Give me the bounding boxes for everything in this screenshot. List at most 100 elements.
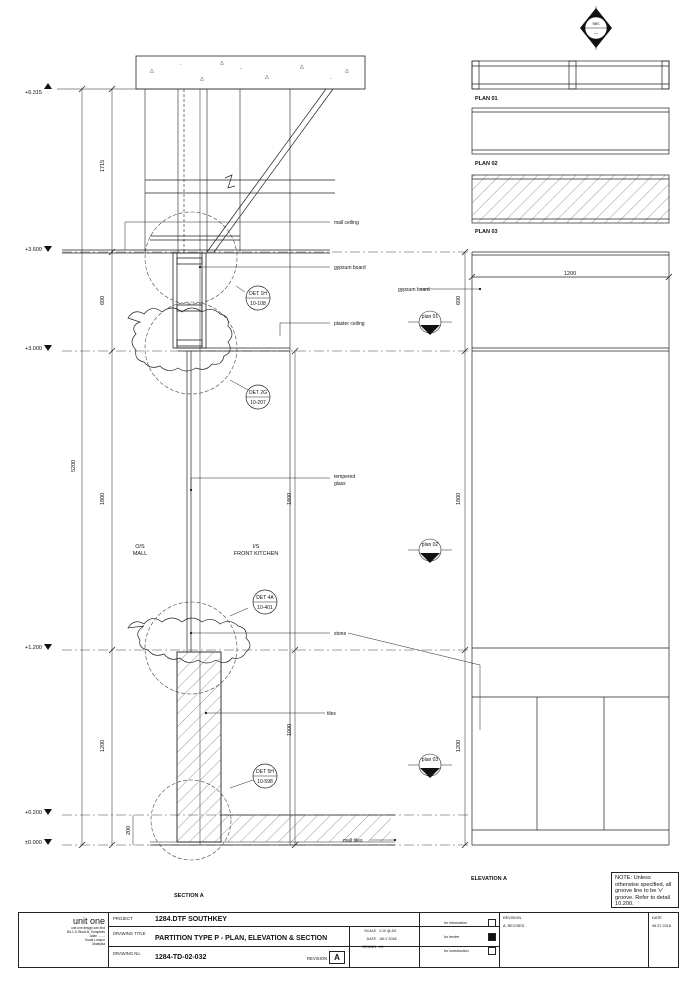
- drawn-label: DRAWN: [362, 945, 376, 949]
- svg-text:10-108: 10-108: [250, 301, 266, 307]
- section-marker: sec ---: [580, 6, 612, 50]
- plan-marker: plan 02: [408, 538, 452, 563]
- svg-text:O/S: O/S: [135, 544, 145, 550]
- drawing-no-row: DRAWING No. 1284-TD-02-032 REVISION A: [109, 947, 349, 967]
- svg-text:△: △: [200, 76, 204, 82]
- drawing-number: 1284-TD-02-032: [155, 954, 207, 961]
- plan-markers: plan 01 plan 02 plan 03: [408, 310, 452, 778]
- annotation: glass: [334, 481, 346, 487]
- status-info: for information: [444, 921, 467, 925]
- company-block: unit one unit one design sdn bhd B4-1-5,…: [19, 913, 109, 967]
- drawing-title: PARTITION TYPE P - PLAN, ELEVATION & SEC…: [155, 935, 328, 942]
- annotation: gypsum board: [334, 265, 366, 271]
- svg-text:FRONT KITCHEN: FRONT KITCHEN: [234, 551, 279, 557]
- diagonal-brace: [206, 88, 334, 253]
- scale-value: 1:10 @ A3: [379, 929, 396, 933]
- revision-box: A: [329, 951, 345, 964]
- svg-text:plan 03: plan 03: [422, 757, 439, 763]
- status-checkbox: [488, 919, 496, 927]
- dimension-labels: 1715 600 5200 1800 1800 1200 1000 200 60…: [71, 160, 576, 835]
- level-label: +0.200: [25, 810, 42, 816]
- annotation: plaster ceiling: [334, 321, 365, 327]
- framing-lines: [144, 89, 291, 845]
- detail-bubbles: DET 1H 10-108 DET 2G 10-207 DET 4A 10-40…: [229, 285, 278, 789]
- svg-text:sec: sec: [592, 21, 600, 26]
- svg-text:DET 4A: DET 4A: [256, 595, 274, 601]
- break-lines: [145, 174, 335, 194]
- revision-label: REVISION: [307, 956, 328, 961]
- svg-text:△: △: [265, 74, 269, 80]
- dim-label: 1200: [564, 271, 576, 277]
- status-checkbox: [488, 947, 496, 955]
- dim-label: 1200: [456, 740, 462, 752]
- status-checkbox: [488, 933, 496, 941]
- level-label: +3.000: [25, 346, 42, 352]
- elevation: [471, 251, 670, 846]
- project-label: PROJECT: [113, 916, 133, 921]
- svg-text:PLAN 03: PLAN 03: [475, 229, 498, 235]
- date-block: DATE 06.07.2018: [648, 913, 678, 967]
- tempered-glass: [186, 351, 192, 652]
- dim-label: 5200: [71, 460, 77, 472]
- svg-text:◦: ◦: [240, 66, 242, 72]
- level-lines: [62, 251, 468, 846]
- level-markers: [44, 83, 52, 845]
- svg-text:PLAN 02: PLAN 02: [475, 161, 498, 167]
- dim-label: 600: [100, 296, 106, 305]
- dimension-lines: [81, 89, 466, 845]
- svg-text:·: ·: [180, 62, 182, 68]
- status-block: for information for tender for construct…: [419, 913, 499, 967]
- concrete-slab: △·△ ◦△△ ·△△: [135, 55, 366, 90]
- svg-text:ELEVATION A: ELEVATION A: [471, 876, 507, 882]
- project-row: PROJECT 1284.DTF SOUTHKEY: [109, 913, 499, 927]
- dim-label: 1200: [100, 740, 106, 752]
- drawing-title-row: DRAWING TITLE PARTITION TYPE P - PLAN, E…: [109, 927, 499, 947]
- detail-callout: DET 5H 10-598: [229, 763, 278, 789]
- drawing-no-label: DRAWING No.: [113, 951, 141, 956]
- svg-text:10-401: 10-401: [257, 605, 273, 611]
- bulkhead-frame: [172, 252, 207, 349]
- svg-text:MALL: MALL: [133, 551, 147, 557]
- svg-text:DET 1H: DET 1H: [249, 291, 267, 297]
- annotations: mall ceiling gypsum board plaster ceilin…: [327, 220, 430, 844]
- svg-text:DET 5H: DET 5H: [256, 769, 274, 775]
- detail-callout: DET 1H 10-108: [235, 285, 271, 311]
- drawn-value: LK: [379, 945, 384, 949]
- leader-dots: [189, 265, 482, 842]
- svg-text:10-598: 10-598: [257, 779, 273, 785]
- plan-titles: PLAN 01 PLAN 02 PLAN 03: [475, 96, 498, 235]
- svg-text:△: △: [150, 68, 154, 74]
- general-note: NOTE: Unless otherwise specified, all gr…: [611, 872, 679, 908]
- date-label: DATE: [366, 937, 376, 941]
- title-block: unit one unit one design sdn bhd B4-1-5,…: [18, 912, 679, 968]
- detail-circles: [144, 211, 238, 861]
- dimension-ticks: [78, 85, 469, 849]
- annotation: tempered: [334, 474, 355, 480]
- svg-text:△: △: [220, 60, 224, 66]
- annotation: mall ceiling: [334, 220, 359, 226]
- view-titles: SECTION A ELEVATION A: [174, 876, 507, 899]
- plan-marker: plan 03: [408, 753, 452, 778]
- dim-label: 1800: [456, 493, 462, 505]
- svg-text:I/S: I/S: [253, 544, 260, 550]
- plan-02: [471, 107, 670, 155]
- svg-text:DET 2G: DET 2G: [249, 390, 267, 396]
- zone-labels: O/S MALL I/S FRONT KITCHEN: [133, 544, 278, 557]
- annotation: tiles: [327, 711, 336, 717]
- dim-label: 600: [456, 296, 462, 305]
- svg-text:PLAN 01: PLAN 01: [475, 96, 498, 102]
- level-label: +6.315: [25, 90, 42, 96]
- scale-label: SCALE: [364, 929, 376, 933]
- date-value: JULY 2018: [379, 937, 397, 941]
- svg-text:·: ·: [330, 76, 332, 82]
- annotation: gypsum board: [398, 287, 430, 293]
- revision-entry: A. REVISED: [503, 924, 525, 928]
- detail-callout: DET 4A 10-401: [229, 589, 278, 617]
- level-label: +1.200: [25, 645, 42, 651]
- company-logo-text: unit one: [72, 916, 105, 926]
- level-label: +3.600: [25, 247, 42, 253]
- dim-label: 200: [126, 826, 132, 835]
- dim-label: 1800: [100, 493, 106, 505]
- revision-block: REVISION A. REVISED: [499, 913, 648, 967]
